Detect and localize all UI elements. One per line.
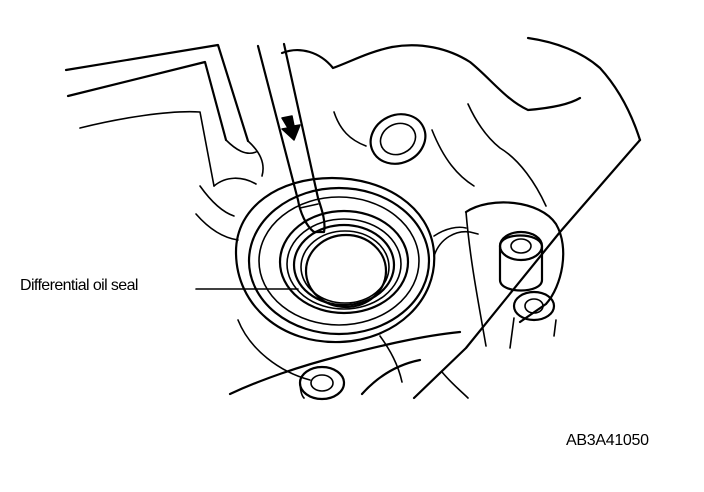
seal-housing [195, 176, 479, 381]
callout-label: Differential oil seal [20, 277, 138, 294]
lower-structure [228, 330, 469, 401]
oblique-bore [369, 113, 427, 165]
differential-oil-seal [247, 186, 431, 336]
case-outline-upper-right [280, 36, 642, 400]
figure-code: AB3A41050 [566, 432, 649, 449]
screwdriver-icon [256, 42, 326, 234]
direction-arrow-icon [281, 115, 301, 141]
case-outline-upper-left [64, 43, 264, 187]
right-boss [464, 201, 565, 349]
